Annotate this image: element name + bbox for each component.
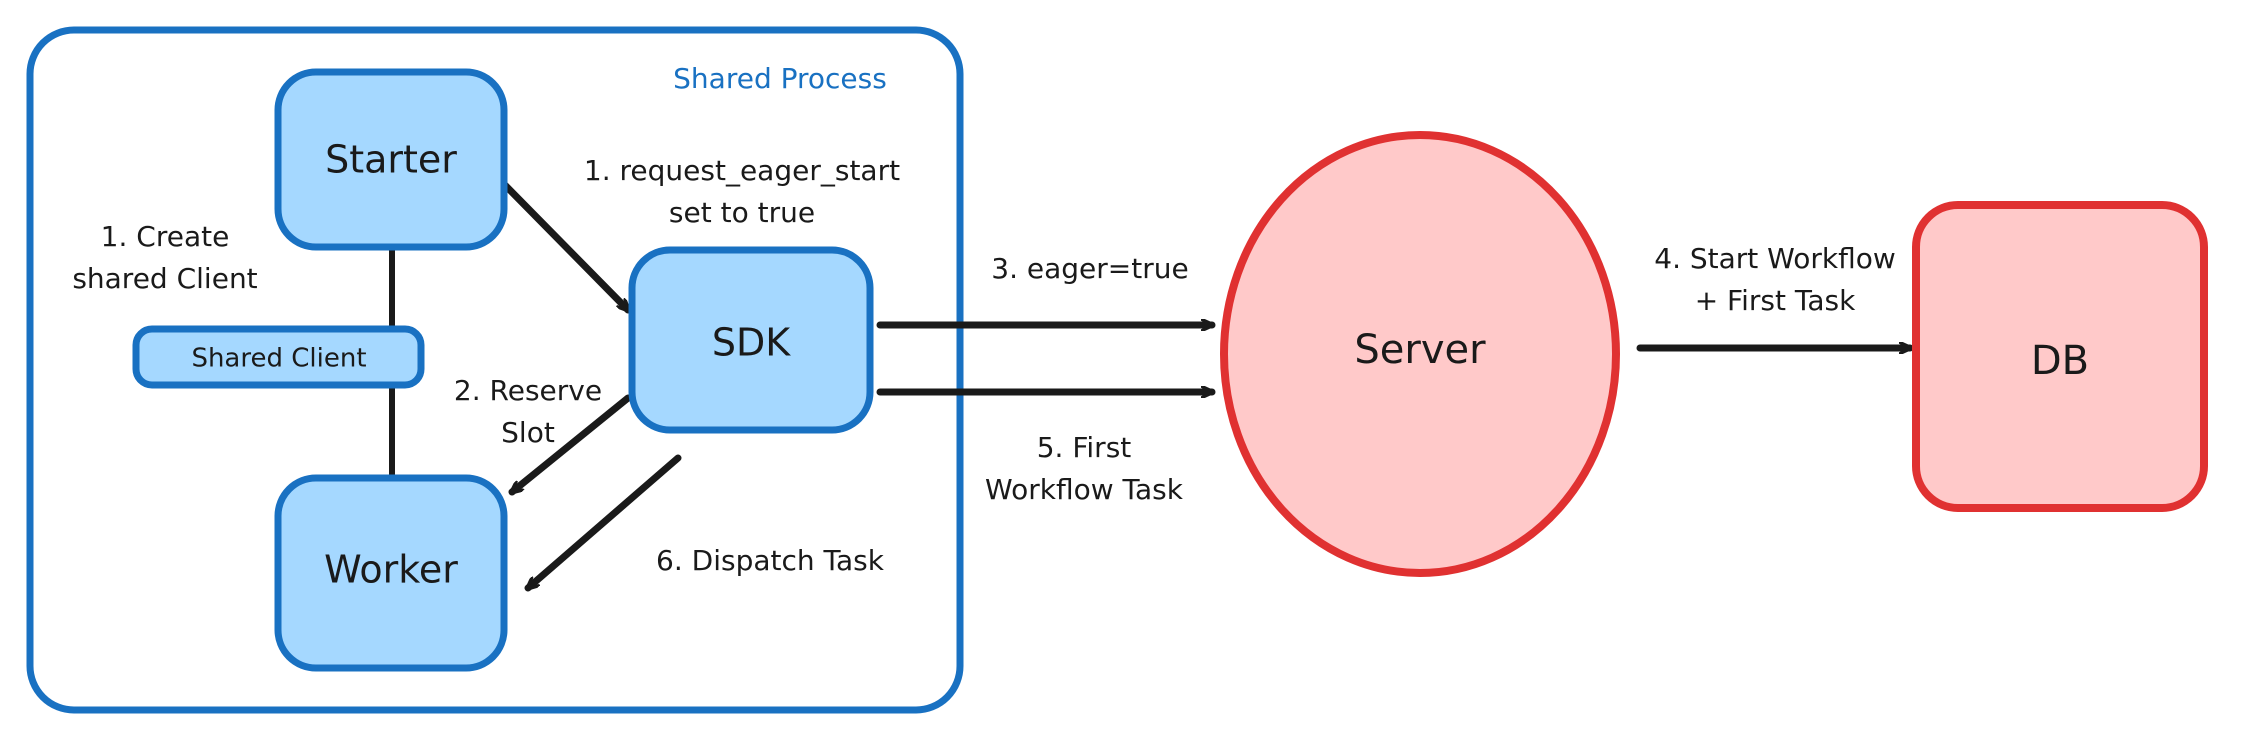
edge-label-first-workflow-task-line1: 5. First: [1037, 431, 1132, 464]
edge-label-dispatch-task-line1: 6. Dispatch Task: [656, 544, 885, 577]
node-server[interactable]: Server: [1220, 131, 1620, 577]
edge-label-start-workflow-first-task: 4. Start Workflow + First Task: [1654, 242, 1896, 317]
edge-label-create-shared-client-line1: 1. Create: [101, 220, 230, 253]
edge-label-request-eager-start-line2: set to true: [669, 196, 815, 229]
arrow-request-eager-start: [496, 176, 632, 314]
shared-process-group: Shared Process: [26, 26, 964, 714]
node-db-shape[interactable]: [1912, 201, 2208, 512]
edge-label-start-workflow-first-task-line2: + First Task: [1695, 284, 1856, 317]
node-shared-client[interactable]: Shared Client: [132, 325, 425, 389]
edge-label-create-shared-client: 1. Create shared Client: [72, 220, 257, 295]
edge-label-reserve-slot-line1: 2. Reserve: [454, 374, 602, 407]
node-worker[interactable]: Worker: [274, 474, 508, 672]
edge-label-request-eager-start-line1: 1. request_eager_start: [584, 154, 900, 187]
edge-label-first-workflow-task-line2: Workflow Task: [985, 473, 1184, 506]
edge-label-start-workflow-first-task-line1: 4. Start Workflow: [1654, 242, 1896, 275]
node-server-label: Server: [1354, 327, 1486, 373]
edge-label-first-workflow-task: 5. First Workflow Task: [985, 431, 1184, 506]
node-sdk-shape[interactable]: [628, 246, 874, 434]
node-worker-shape[interactable]: [274, 474, 508, 672]
node-starter-shape[interactable]: [274, 68, 508, 251]
node-sdk[interactable]: SDK: [628, 246, 874, 434]
node-starter-label: Starter: [325, 138, 457, 182]
node-db-label: DB: [2031, 338, 2089, 384]
edge-label-eager-true-line1: 3. eager=true: [991, 252, 1188, 285]
node-worker-label: Worker: [324, 548, 458, 592]
shared-process-label: Shared Process: [673, 62, 887, 95]
edge-label-dispatch-task: 6. Dispatch Task: [656, 544, 885, 577]
node-starter[interactable]: Starter: [274, 68, 508, 251]
edge-label-reserve-slot: 2. Reserve Slot: [454, 374, 602, 449]
node-shared-client-shape[interactable]: [132, 325, 425, 389]
edge-label-reserve-slot-line2: Slot: [501, 416, 555, 449]
edge-label-request-eager-start: 1. request_eager_start set to true: [584, 154, 900, 229]
node-shared-client-label: Shared Client: [191, 344, 366, 374]
shared-process-boundary: [26, 26, 964, 714]
edge-label-create-shared-client-line2: shared Client: [72, 262, 257, 295]
arrow-reserve-slot: [508, 394, 632, 496]
edge-label-eager-true: 3. eager=true: [991, 252, 1188, 285]
node-server-shape[interactable]: [1220, 131, 1620, 577]
arrow-dispatch-task: [524, 454, 682, 592]
node-sdk-label: SDK: [712, 321, 791, 365]
node-db[interactable]: DB: [1912, 201, 2208, 512]
